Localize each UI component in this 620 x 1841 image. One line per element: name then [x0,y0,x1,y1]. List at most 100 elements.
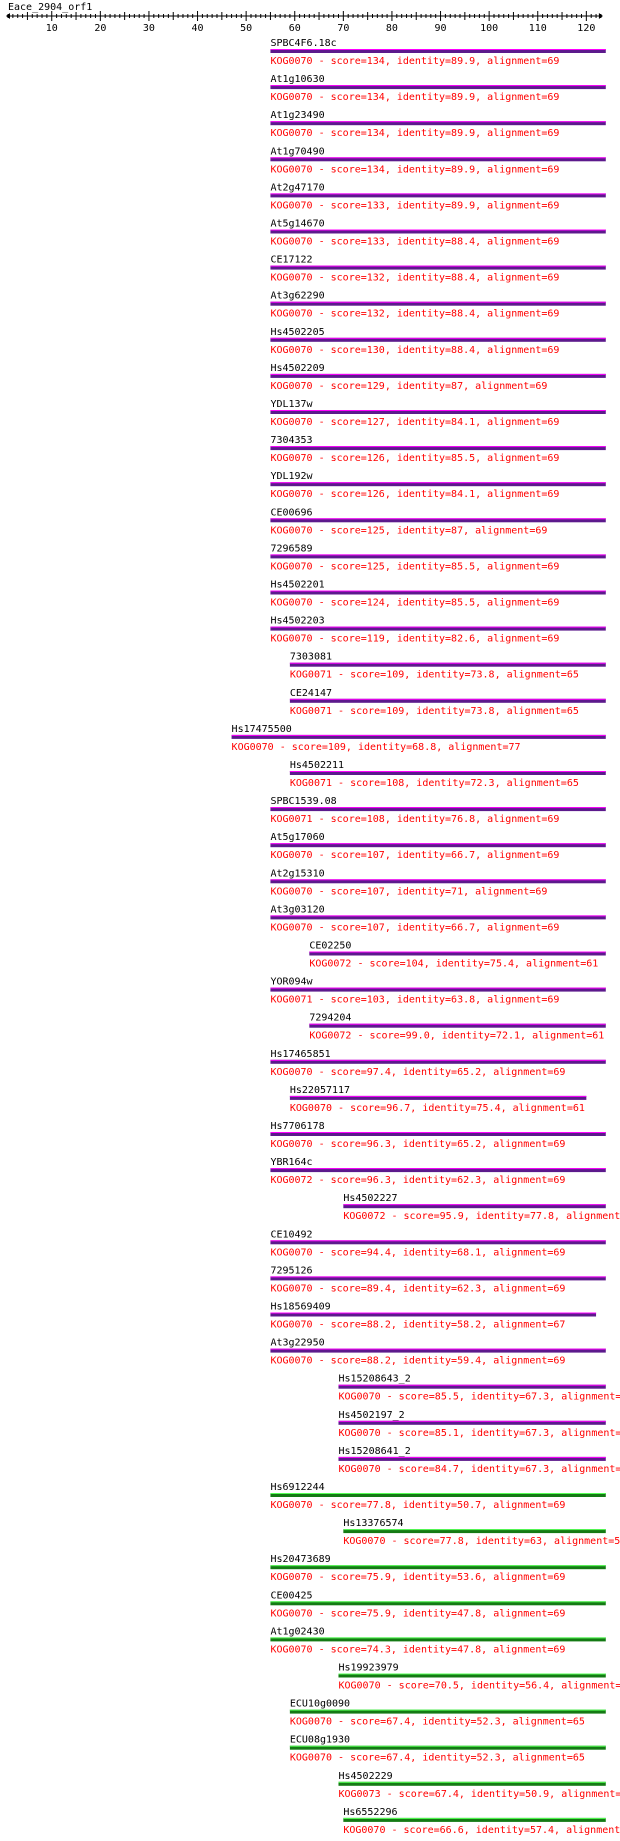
hit-score-label: KOG0070 - score=85.5, identity=67.3, ali… [338,1392,620,1403]
hit-score-label: KOG0070 - score=125, identity=85.5, alig… [270,561,559,572]
hit-bar-highlight [270,987,606,989]
hit-score-label: KOG0070 - score=107, identity=66.7, alig… [270,850,559,861]
hit-bar-highlight [289,698,606,700]
axis-tick-label: 80 [386,23,398,34]
hit-bar-highlight [270,193,606,195]
hit-score-label: KOG0070 - score=97.4, identity=65.2, ali… [270,1067,565,1078]
hit-score-label: KOG0070 - score=107, identity=66.7, alig… [270,922,559,933]
hit-bar-highlight [309,1023,606,1025]
hit-bar [270,843,606,848]
hit-score-label: KOG0071 - score=109, identity=73.8, alig… [290,706,579,717]
axis-tick-label: 60 [289,23,301,34]
hit-score-label: KOG0070 - score=124, identity=85.5, alig… [270,598,559,609]
hit-bar-highlight [270,49,606,50]
hit-name: Hs17475500 [232,724,292,735]
hit-bar-highlight [289,1709,606,1711]
hit-score-label: KOG0073 - score=67.4, identity=50.9, ali… [338,1789,620,1800]
hit-name: At3g03120 [270,904,324,915]
hit-score-label: KOG0070 - score=126, identity=85.5, alig… [270,453,559,464]
hit-score-label: KOG0070 - score=89.4, identity=62.3, ali… [270,1283,565,1294]
hit-name: Hs4502201 [270,580,324,591]
axis-tick-label: 90 [435,23,447,34]
hit-bar [338,1781,606,1786]
hit-name: Hs7706178 [270,1121,324,1132]
hit-bar [270,1637,606,1642]
hit-score-label: KOG0070 - score=77.8, identity=63, align… [343,1536,620,1547]
hit-bar [270,879,606,884]
hit-bar [343,1817,606,1822]
hit-score-label: KOG0070 - score=96.7, identity=75.4, ali… [290,1103,585,1114]
hit-name: At2g15310 [270,868,324,879]
hit-score-label: KOG0070 - score=134, identity=89.9, alig… [270,92,559,103]
hit-name: Hs15208641_2 [338,1446,410,1457]
hit-score-label: KOG0070 - score=119, identity=82.6, alig… [270,634,559,645]
hit-score-label: KOG0070 - score=74.3, identity=47.8, ali… [270,1644,565,1655]
hit-name: 7296589 [270,543,312,554]
hit-bar-highlight [343,1204,606,1206]
hit-name: YDL192w [270,471,313,482]
hit-bar-highlight [338,1384,606,1386]
hit-bar-highlight [270,843,606,845]
hit-bar-highlight [270,518,606,520]
hit-name: 7295126 [270,1265,312,1276]
hit-name: Hs4502203 [270,616,324,627]
hit-name: Hs4502211 [290,760,344,771]
hit-name: ECU10g0090 [290,1699,350,1710]
axis-tick-label: 110 [529,23,547,34]
hit-name: At5g17060 [270,832,324,843]
hit-score-label: KOG0070 - score=66.6, identity=57.4, ali… [343,1825,620,1836]
hit-bar [270,987,606,992]
hit-name: Hs4502229 [338,1771,392,1782]
hit-bar [270,157,606,162]
hit-bar [343,1204,606,1209]
hit-name: At3g62290 [270,291,324,302]
hit-bar-highlight [309,951,606,953]
hit-score-label: KOG0070 - score=85.1, identity=67.3, ali… [338,1428,620,1439]
hit-bar [338,1673,606,1678]
hit-name: Hs4502209 [270,363,324,374]
hit-score-label: KOG0071 - score=109, identity=73.8, alig… [290,670,579,681]
hit-bar-highlight [289,1745,606,1747]
hit-score-label: KOG0070 - score=67.4, identity=52.3, ali… [290,1717,585,1728]
hit-bar [270,1168,606,1173]
hit-bar [270,1493,606,1497]
hit-name: 7303081 [290,652,332,663]
hit-bar-highlight [270,626,606,628]
hit-score-label: KOG0070 - score=130, identity=88.4, alig… [270,345,559,356]
hit-score-label: KOG0070 - score=75.9, identity=53.6, ali… [270,1572,565,1583]
hit-bar-highlight [338,1673,606,1675]
hit-bar-highlight [270,373,606,375]
hit-score-label: KOG0070 - score=70.5, identity=56.4, ali… [338,1681,620,1692]
hit-name: Hs13376574 [343,1518,403,1529]
hit-bar [309,1023,606,1028]
hit-bar-highlight [270,1565,606,1567]
hit-bar [231,734,606,739]
hit-bar [270,1312,597,1317]
hit-bar [338,1384,606,1389]
hit-bar-highlight [270,1168,606,1170]
hit-bar [270,337,606,342]
